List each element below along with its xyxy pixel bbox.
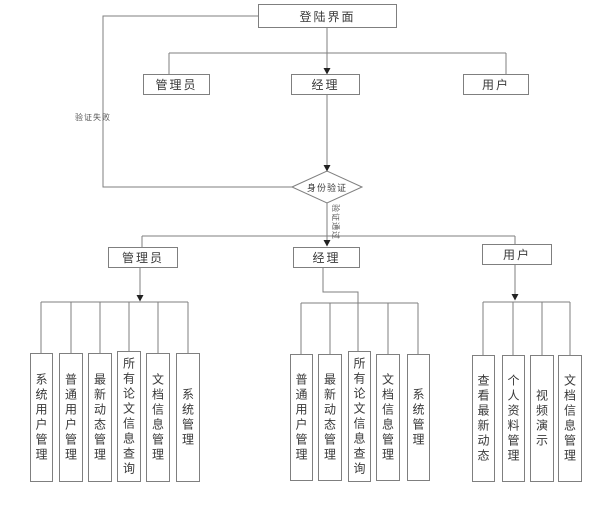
node-admin-mid: 管理员 <box>108 247 178 268</box>
admin-function-latest-news-mgmt: 最新动态管理 <box>88 353 112 482</box>
node-user-top: 用户 <box>463 74 529 95</box>
user-function-video-demo: 视频演示 <box>530 355 554 482</box>
node-login: 登陆界面 <box>258 4 397 28</box>
manager-function-paper-info-query: 所有论文信息查询 <box>348 351 371 482</box>
admin-function-system-user-mgmt: 系统用户管理 <box>30 353 53 482</box>
node-manager-mid: 经理 <box>293 247 360 268</box>
arrow-down-icon <box>323 165 331 172</box>
admin-function-paper-info-query: 所有论文信息查询 <box>117 351 141 482</box>
admin-function-doc-info-mgmt: 文档信息管理 <box>146 353 170 482</box>
arrow-down-icon <box>323 68 331 75</box>
admin-function-system-mgmt: 系统管理 <box>176 353 200 482</box>
arrow-down-icon <box>136 295 144 302</box>
user-function-profile-mgmt: 个人资料管理 <box>502 355 525 482</box>
arrow-down-icon <box>511 294 519 301</box>
node-admin-top: 管理员 <box>143 74 210 95</box>
node-manager-top: 经理 <box>291 74 360 95</box>
arrow-down-icon <box>323 240 331 247</box>
user-function-view-latest-news: 查看最新动态 <box>472 355 495 482</box>
admin-function-normal-user-mgmt: 普通用户管理 <box>59 353 83 482</box>
edge-label-verify-pass: 验证通过 <box>331 204 340 240</box>
edge-label-verify-fail: 验证失败 <box>75 113 111 122</box>
manager-function-system-mgmt: 系统管理 <box>407 354 430 481</box>
connector-paths <box>40 15 571 355</box>
manager-function-doc-info-mgmt: 文档信息管理 <box>376 354 400 481</box>
manager-function-latest-news-mgmt: 最新动态管理 <box>318 354 342 481</box>
user-function-doc-info-mgmt: 文档信息管理 <box>558 355 582 482</box>
manager-function-normal-user-mgmt: 普通用户管理 <box>290 354 313 481</box>
node-user-mid: 用户 <box>482 244 552 265</box>
decision-identity-verification-label: 身份验证 <box>306 182 347 193</box>
decision-diamond-shape <box>290 170 364 204</box>
